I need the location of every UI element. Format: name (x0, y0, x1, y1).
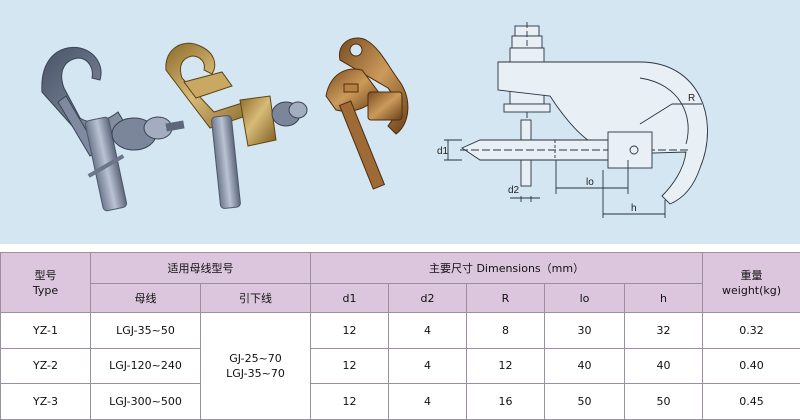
clamp-yz1-photo (41, 46, 185, 212)
cell-type: YZ-3 (0, 383, 91, 420)
dim-label-r: R (688, 93, 695, 104)
dim-col-d2: d2 (388, 283, 467, 313)
dimensions-header: 主要尺寸 Dimensions（mm） (309, 252, 704, 284)
cell-h: 40 (623, 347, 704, 385)
product-photo-panel: R d1 d2 lo h (0, 0, 800, 244)
dim-label-d1: d1 (437, 146, 449, 157)
cell-r: 8 (466, 312, 545, 349)
type-header: 型号 Type (0, 252, 91, 313)
cell-busbar: LGJ-35~50 (90, 312, 201, 349)
cell-r: 16 (466, 383, 545, 420)
cell-downlead: GJ-25~70 LGJ-35~70 (200, 312, 311, 420)
busbar-group-header: 适用母线型号 (90, 252, 311, 284)
cell-h: 50 (623, 383, 704, 420)
weight-header-en: weight(kg) (722, 283, 782, 297)
cell-lo: 30 (544, 312, 625, 349)
cell-lo: 50 (544, 383, 625, 420)
dim-col-h: h (623, 283, 704, 313)
cell-d2: 4 (388, 383, 467, 420)
downlead-header: 引下线 (200, 283, 311, 313)
cell-busbar: LGJ-120~240 (90, 347, 201, 385)
cell-type: YZ-2 (0, 347, 91, 385)
dim-col-lo: lo (544, 283, 625, 313)
spec-table: 型号 Type 适用母线型号 主要尺寸 Dimensions（mm） 重量 we… (0, 252, 800, 420)
cell-d2: 4 (388, 347, 467, 385)
weight-header-zh: 重量 (740, 268, 763, 282)
cell-busbar: LGJ-300~500 (90, 383, 201, 420)
dim-label-h: h (631, 203, 637, 214)
downlead-line-1: GJ-25~70 (229, 352, 282, 365)
table-row: YZ-1 LGJ-35~50 GJ-25~70 LGJ-35~70 12 4 8… (0, 312, 800, 420)
type-header-zh: 型号 (34, 268, 57, 282)
clamp-yz2-photo (165, 42, 308, 209)
table-row: YZ-3 LGJ-300~500 12 4 16 50 50 0.45 (0, 383, 800, 420)
table-row: YZ-2 LGJ-120~240 12 4 12 40 40 0.40 (0, 347, 800, 385)
cell-lo: 40 (544, 347, 625, 385)
cell-weight: 0.45 (702, 383, 800, 420)
dim-label-d2: d2 (508, 185, 520, 196)
cell-d1: 12 (310, 383, 389, 420)
cell-r: 12 (466, 347, 545, 385)
type-header-en: Type (32, 283, 59, 297)
cell-d1: 12 (310, 312, 389, 349)
cell-weight: 0.32 (702, 312, 800, 349)
busbar-header: 母线 (90, 283, 201, 313)
dim-col-r: R (466, 283, 545, 313)
cell-type: YZ-1 (0, 312, 91, 349)
technical-drawing (444, 22, 708, 218)
weight-header: 重量 weight(kg) (702, 252, 800, 313)
dim-col-d1: d1 (310, 283, 389, 313)
cell-weight: 0.40 (702, 347, 800, 385)
cell-h: 32 (623, 312, 704, 349)
cell-d1: 12 (310, 347, 389, 385)
dim-label-lo: lo (586, 177, 594, 188)
product-illustrations: R d1 d2 lo h (41, 22, 708, 218)
downlead-line-2: LGJ-35~70 (226, 367, 285, 380)
cell-d2: 4 (388, 312, 467, 349)
clamp-yz3-photo (325, 37, 409, 190)
